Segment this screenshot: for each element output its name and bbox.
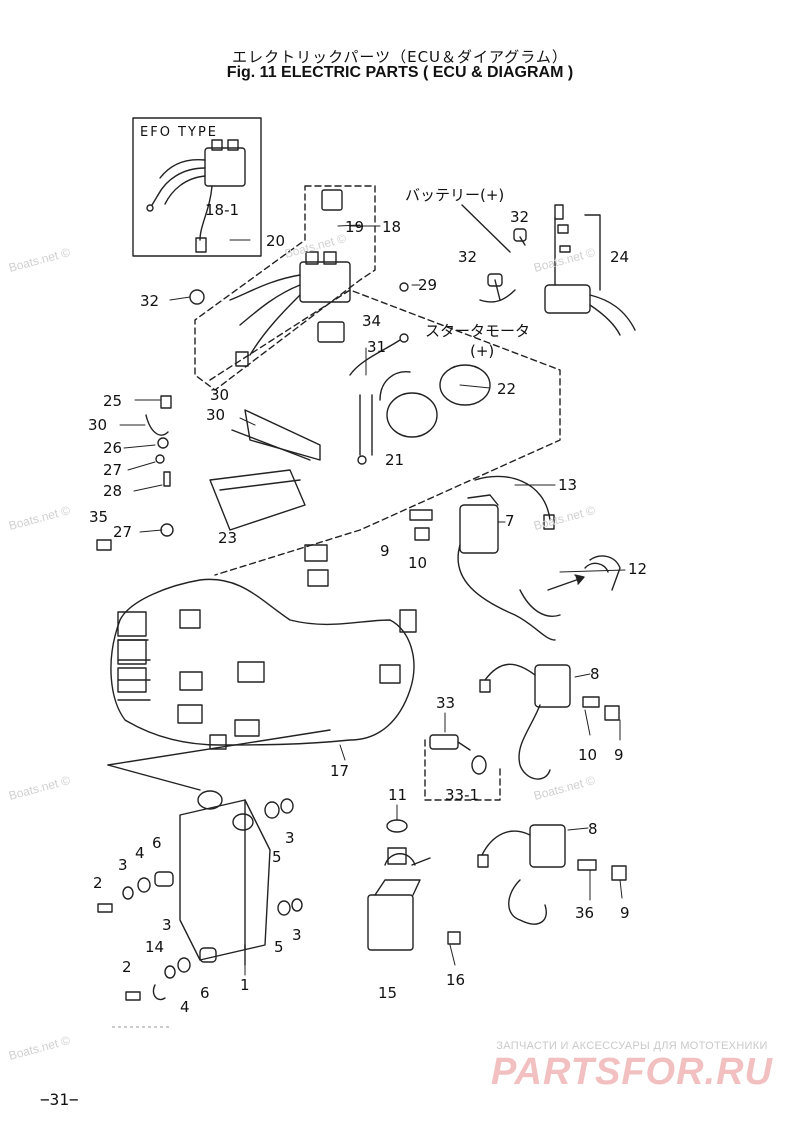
watermark-text: Boats.net © xyxy=(7,1033,72,1063)
callout-27: 27 xyxy=(113,523,132,541)
callout-2: 2 xyxy=(122,958,132,976)
callout-3: 3 xyxy=(118,856,128,874)
starter-relay-24 xyxy=(461,204,636,336)
callout-24: 24 xyxy=(610,248,629,266)
callout-30: 30 xyxy=(88,416,107,434)
watermarks: Boats.net © Boats.net © Boats.net © Boat… xyxy=(7,231,597,1063)
callout-13: 13 xyxy=(558,476,577,494)
relay-assembly-18 xyxy=(189,189,409,367)
callout-29: 29 xyxy=(418,276,437,294)
callout-22: 22 xyxy=(497,380,516,398)
watermark-text: Boats.net © xyxy=(7,503,72,533)
callout-23: 23 xyxy=(218,529,237,547)
bracket-23 xyxy=(209,409,321,531)
starter-motor-plus-label: (+) xyxy=(470,342,494,360)
callout-16: 16 xyxy=(446,971,465,989)
callout-19: 19 xyxy=(345,218,364,236)
starter-solenoid-21-22 xyxy=(349,333,491,465)
title-japanese: エレクトリックパーツ（ECU＆ダイアグラム） xyxy=(232,48,568,66)
callout-30: 30 xyxy=(210,386,229,404)
callout-31: 31 xyxy=(367,338,386,356)
callout-32: 32 xyxy=(140,292,159,310)
callout-3: 3 xyxy=(285,829,295,847)
callout-25: 25 xyxy=(103,392,122,410)
ignition-coil-8-lower xyxy=(477,824,627,925)
inset-label: EFO TYPE xyxy=(140,125,218,140)
ignition-coil-8-upper xyxy=(479,663,620,780)
efo-type-inset xyxy=(132,117,262,257)
callout-33: 33 xyxy=(436,694,455,712)
watermark-text: Boats.net © xyxy=(283,231,348,261)
callout-18-1: 18-1 xyxy=(205,201,239,219)
callout-26: 26 xyxy=(103,439,122,457)
callout-34: 34 xyxy=(362,312,381,330)
ecu-unit-1 xyxy=(97,790,303,1001)
callout-14: 14 xyxy=(145,938,164,956)
callout-9: 9 xyxy=(614,746,624,764)
callout-18: 18 xyxy=(382,218,401,236)
callout-17: 17 xyxy=(330,762,349,780)
callout-21: 21 xyxy=(385,451,404,469)
callout-5: 5 xyxy=(274,938,284,956)
callout-2: 2 xyxy=(93,874,103,892)
callout-28: 28 xyxy=(103,482,122,500)
callout-3: 3 xyxy=(162,916,172,934)
callout-30: 30 xyxy=(206,406,225,424)
callout-8: 8 xyxy=(588,820,598,838)
watermark-text: Boats.net © xyxy=(7,245,72,275)
starter-motor-label: スタータモータ xyxy=(425,322,530,340)
callout-9: 9 xyxy=(380,542,390,560)
page-number: −31− xyxy=(40,1090,79,1109)
callout-27: 27 xyxy=(103,461,122,479)
figure-title: Fig. 11 ELECTRIC PARTS ( ECU & DIAGRAM ) xyxy=(226,64,574,81)
callout-4: 4 xyxy=(180,998,190,1016)
callout-32: 32 xyxy=(458,248,477,266)
callout-20: 20 xyxy=(266,232,285,250)
callout-11: 11 xyxy=(388,786,407,804)
plug-cap-12 xyxy=(519,555,621,617)
callout-7: 7 xyxy=(505,512,515,530)
leader-lines xyxy=(119,224,626,976)
callout-6: 6 xyxy=(152,834,162,852)
callout-12: 12 xyxy=(628,560,647,578)
watermark-text: Boats.net © xyxy=(532,773,597,803)
cdi-unit-7 xyxy=(409,475,556,641)
callout-9: 9 xyxy=(620,904,630,922)
sensor-33 xyxy=(424,734,501,801)
callout-35: 35 xyxy=(89,508,108,526)
brand-tagline: ЗАПЧАСТИ И АКСЕССУАРЫ ДЛЯ МОТОТЕХНИКИ xyxy=(496,1040,768,1052)
rectifier-15 xyxy=(367,819,461,951)
callout-10: 10 xyxy=(408,554,427,572)
ecu-bracket-dashed xyxy=(209,289,561,576)
wire-harness-17 xyxy=(107,544,417,791)
callout-4: 4 xyxy=(135,844,145,862)
callout-36: 36 xyxy=(575,904,594,922)
arrow-icon xyxy=(547,574,585,591)
watermark-text: Boats.net © xyxy=(532,245,597,275)
brand-watermark: ЗАПЧАСТИ И АКСЕССУАРЫ ДЛЯ МОТОТЕХНИКИ PA… xyxy=(482,1040,782,1092)
callout-10: 10 xyxy=(578,746,597,764)
callout-8: 8 xyxy=(590,665,600,683)
watermark-text: Boats.net © xyxy=(7,773,72,803)
watermark-text: Boats.net © xyxy=(532,503,597,533)
callout-3: 3 xyxy=(292,926,302,944)
brand-logo: PARTSFOR.RU xyxy=(491,1051,773,1093)
callout-33-1: 33-1 xyxy=(445,786,479,804)
callout-6: 6 xyxy=(200,984,210,1002)
relay-group-dashed xyxy=(194,185,376,391)
part-callouts: 18-1 18 19 20 24 32 32 32 29 34 31 22 21… xyxy=(88,201,647,1016)
callout-1: 1 xyxy=(240,976,250,994)
callout-15: 15 xyxy=(378,984,397,1002)
callout-32: 32 xyxy=(510,208,529,226)
callout-5: 5 xyxy=(272,848,282,866)
battery-plus-label: バッテリー(+) xyxy=(405,186,504,204)
